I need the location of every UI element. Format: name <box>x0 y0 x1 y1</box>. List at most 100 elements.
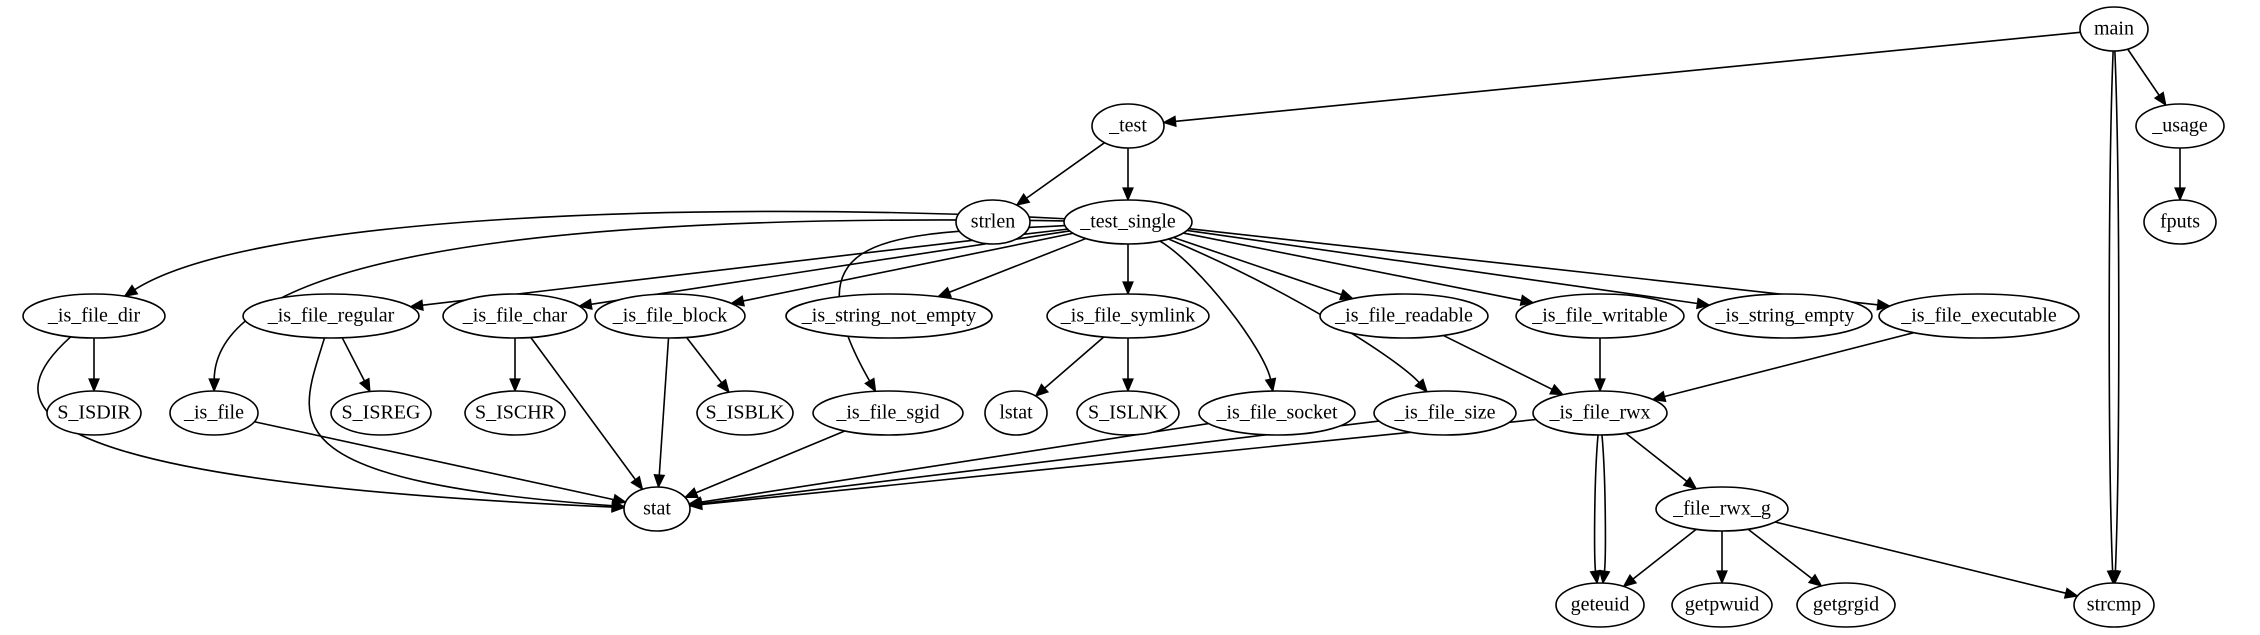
node-ellipse <box>242 293 420 339</box>
node-label: _is_file_sgid <box>835 402 939 424</box>
arrowhead <box>1651 390 1667 403</box>
arrowhead <box>2063 587 2079 599</box>
node-label: _is_file_symlink <box>1060 305 1195 327</box>
node-ellipse <box>1091 103 1165 149</box>
arrowhead <box>1122 378 1134 393</box>
edge-is_file_symlink-to-lstat <box>1043 336 1105 390</box>
edge-is_file_regular-to-S_ISREG <box>341 337 366 383</box>
arrowhead <box>1161 115 1177 128</box>
node-label: strcmp <box>2087 594 2141 616</box>
edge-test_single-to-is_file_executable <box>1188 227 1879 306</box>
node-is-string-not-empty: _is_string_not_empty <box>785 293 993 339</box>
node-ellipse <box>594 293 746 339</box>
node-ellipse <box>1319 293 1489 339</box>
node-ellipse <box>785 293 993 339</box>
node-ellipse <box>1076 390 1180 436</box>
node-label: _is_file_char <box>462 305 568 327</box>
node-s-isreg: S_ISREG <box>330 390 432 436</box>
arrowhead <box>1807 573 1823 587</box>
arrowhead <box>2109 570 2122 585</box>
node-ellipse <box>442 293 588 339</box>
node-ellipse <box>1697 293 1873 339</box>
node-label: stat <box>643 498 671 520</box>
arrowhead <box>1716 570 1728 585</box>
node-getgrgid: getgrgid <box>1796 582 1896 628</box>
edge-main-to-test <box>1174 31 2081 123</box>
node-is-file-char: _is_file_char <box>442 293 588 339</box>
arrowhead <box>716 378 730 394</box>
arrowhead <box>612 493 628 506</box>
node-label: _is_file_writable <box>1531 305 1668 327</box>
node-label: _is_file <box>183 402 244 424</box>
node-test: _test <box>1091 103 1165 149</box>
node-ellipse <box>984 390 1048 436</box>
edge-main-to-usage <box>2127 48 2161 97</box>
arrowhead <box>1589 569 1602 585</box>
node-ellipse <box>1373 390 1517 436</box>
node-label: S_ISREG <box>342 402 421 424</box>
arrowhead <box>1682 476 1698 490</box>
node-label: _is_file_size <box>1393 402 1495 424</box>
arrowhead <box>1519 294 1535 307</box>
node-is-file-readable: _is_file_readable <box>1319 293 1489 339</box>
edge-is_file_block-to-stat <box>658 337 670 477</box>
edge-is_file_rwx-to-stat <box>700 418 1537 506</box>
node-ellipse <box>46 390 142 436</box>
node-label: _test_single <box>1079 211 1176 233</box>
edge-test_single-to-is_file_readable <box>1173 236 1343 296</box>
arrowhead <box>1122 187 1134 202</box>
edge-is_file_sgid-to-stat <box>694 430 846 494</box>
arrowhead <box>729 295 745 307</box>
node-is-file-socket: _is_file_socket <box>1198 390 1356 436</box>
node-ellipse <box>955 199 1031 245</box>
edge-is_file_rwx-to-geteuid <box>1593 434 1599 573</box>
node-label: _is_file_readable <box>1334 305 1473 327</box>
node-ellipse <box>696 390 794 436</box>
node-getpwuid: getpwuid <box>1671 582 1773 628</box>
arrowhead <box>1034 383 1050 398</box>
node-s-isdir: S_ISDIR <box>46 390 142 436</box>
arrowhead <box>1264 377 1277 393</box>
node-strlen: strlen <box>955 199 1031 245</box>
arrowhead <box>1549 383 1565 396</box>
arrowhead <box>1122 281 1134 296</box>
node-s-islnk: S_ISLNK <box>1076 390 1180 436</box>
edge-test_single-to-is_string_not_empty <box>948 237 1087 294</box>
edge-test_single-to-is_file_writable <box>1183 232 1523 302</box>
node-label: fputs <box>2160 211 2200 233</box>
node-ellipse <box>1198 390 1356 436</box>
node-ellipse <box>1046 293 1210 339</box>
arrowhead <box>123 284 139 298</box>
arrowhead <box>936 286 953 298</box>
node-test-single: _test_single <box>1063 199 1193 245</box>
node-stat: stat <box>623 486 691 532</box>
node-is-file-block: _is_file_block <box>594 293 746 339</box>
node-ellipse <box>2079 6 2149 52</box>
node-label: _is_file_socket <box>1215 402 1338 424</box>
arrowhead <box>1622 574 1638 588</box>
edge-is_file_block-to-S_ISBLK <box>685 336 723 385</box>
node-geteuid: geteuid <box>1555 582 1645 628</box>
edge-is_file_regular-to-stat <box>308 337 614 507</box>
node-label: _is_file_executable <box>1900 305 2057 327</box>
edge-test_single-to-is_file <box>213 219 1065 381</box>
node-label: S_ISCHR <box>475 402 556 424</box>
node-label: _is_file_regular <box>267 305 395 327</box>
edge-is_file_rwx-to-geteuid <box>1601 434 1607 573</box>
edge-test_single-to-is_file_socket <box>1159 240 1272 381</box>
arrowhead <box>1414 378 1428 393</box>
node-label: _is_file_dir <box>47 305 141 327</box>
node-lstat: lstat <box>984 390 1048 436</box>
edge-main-to-strcmp <box>2114 50 2120 573</box>
node-ellipse <box>623 486 691 532</box>
arrowhead <box>509 378 521 393</box>
node-label: _is_string_not_empty <box>801 305 976 327</box>
edge-file_rwx_g-to-strcmp <box>1774 521 2067 595</box>
node-label: getpwuid <box>1685 594 1759 616</box>
node-s-ischr: S_ISCHR <box>464 390 566 436</box>
node-label: strlen <box>971 211 1015 233</box>
edge-is_file_executable-to-is_file_rwx <box>1663 331 1915 398</box>
node-ellipse <box>1796 582 1896 628</box>
node-is-file-dir: _is_file_dir <box>22 293 166 339</box>
node-label: _is_file_rwx <box>1548 402 1650 424</box>
